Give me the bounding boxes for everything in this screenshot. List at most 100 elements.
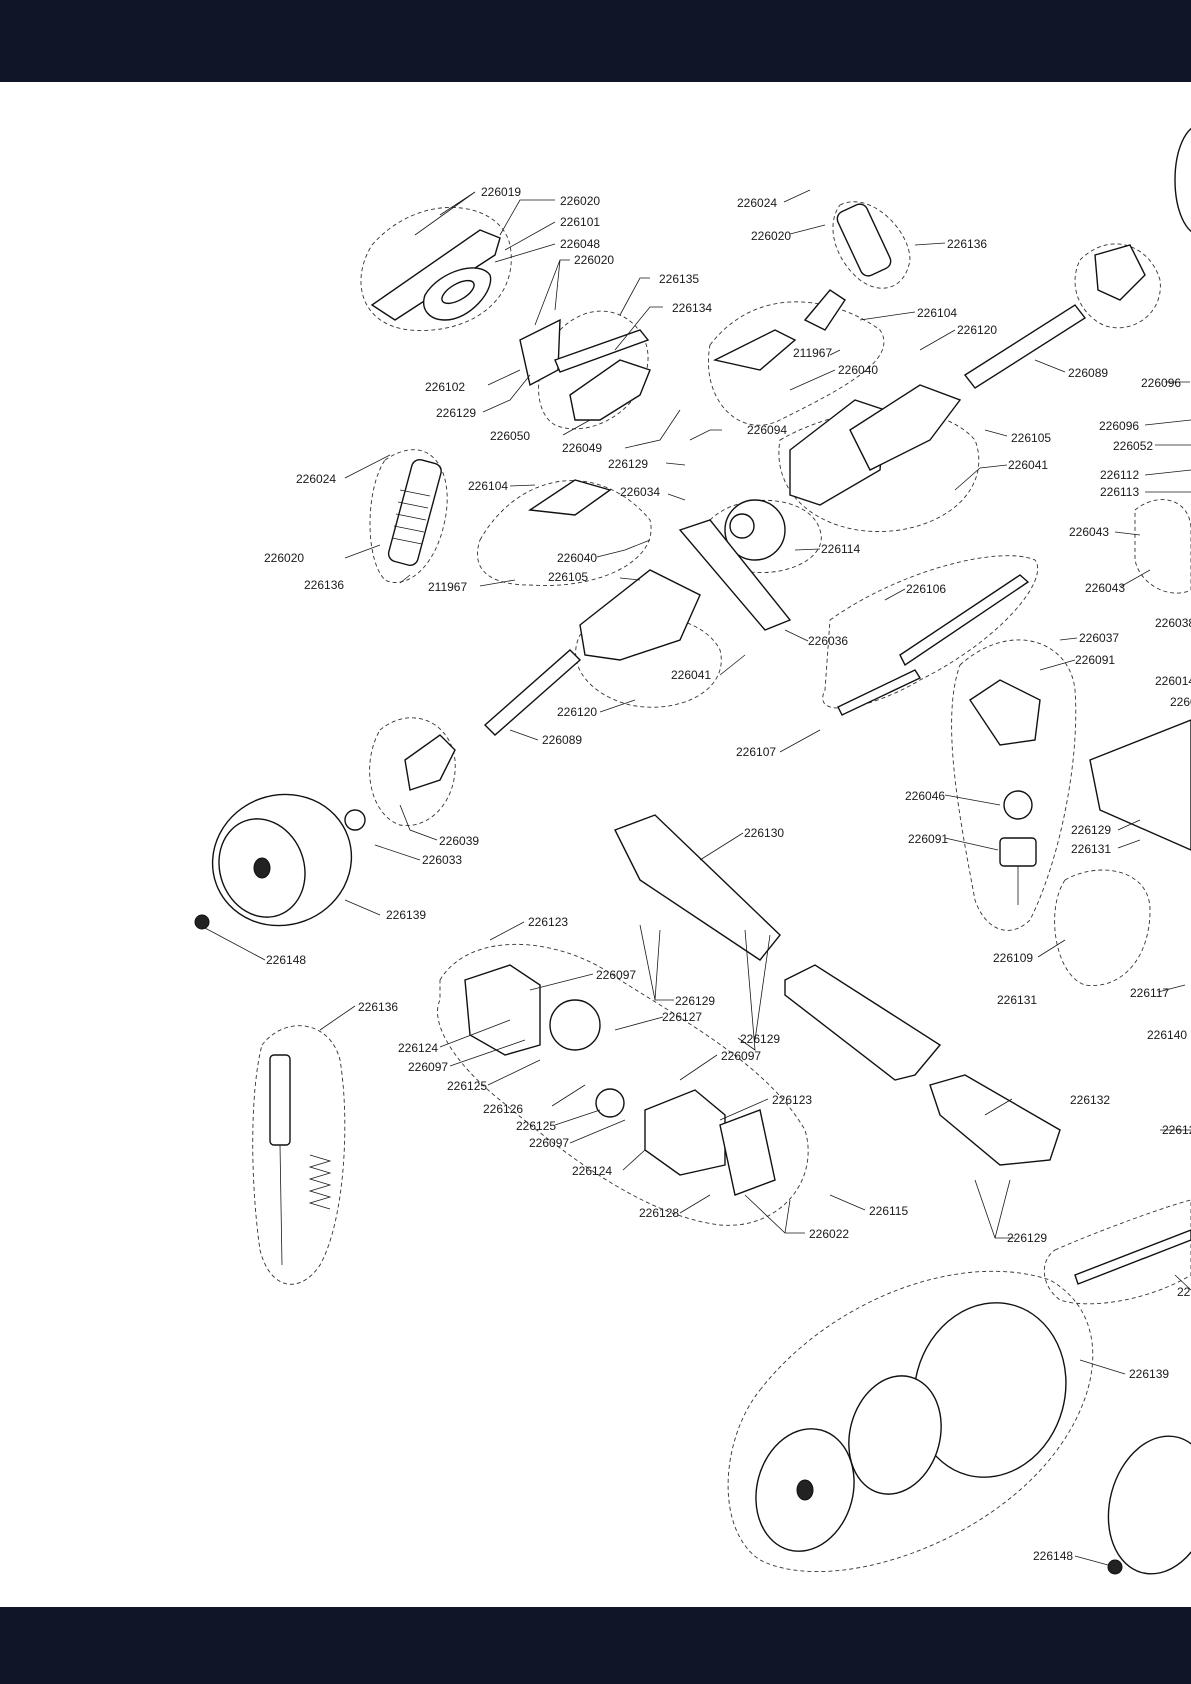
front-lower-arm <box>579 569 701 661</box>
center-brace <box>678 519 792 631</box>
group-front-arm <box>477 480 652 586</box>
part-label: 226046 <box>905 789 945 803</box>
part-label: 226129 <box>740 1032 780 1046</box>
part-label: 226041 <box>671 668 711 682</box>
part-label: 226107 <box>736 745 776 759</box>
part-label: 226129 <box>675 994 715 1008</box>
front-wheel-nut <box>194 914 210 930</box>
part-label: 226104 <box>917 306 957 320</box>
part-label: 226043 <box>1085 581 1125 595</box>
rear-wheel-nut <box>1107 1559 1123 1575</box>
part-label: 226040 <box>557 551 597 565</box>
front-mount <box>519 318 561 387</box>
part-label: 226125 <box>516 1119 556 1133</box>
part-label: 226052 <box>1113 439 1153 453</box>
part-label: 226129 <box>436 406 476 420</box>
rear-tire-right <box>1107 1435 1191 1575</box>
part-label: 22612 <box>1162 1123 1191 1137</box>
part-label: 226037 <box>1079 631 1119 645</box>
part-label: 226129 <box>1007 1231 1047 1245</box>
group-servo-saver <box>951 639 1077 931</box>
part-label: 226125 <box>447 1079 487 1093</box>
differential-center <box>729 513 755 539</box>
part-label: 226123 <box>772 1093 812 1107</box>
part-label: 226020 <box>751 229 791 243</box>
part-label: 226136 <box>358 1000 398 1014</box>
part-label: 226019 <box>481 185 521 199</box>
group-servo-mount <box>1054 869 1151 986</box>
part-label: 226043 <box>1069 525 1109 539</box>
top-band <box>0 0 1191 82</box>
part-label: 226097 <box>408 1060 448 1074</box>
steering-link-upper <box>899 574 1030 667</box>
part-label: 226135 <box>659 272 699 286</box>
part-label: 226039 <box>439 834 479 848</box>
shock-tower-brace <box>554 329 650 373</box>
motor-plate <box>719 1109 776 1196</box>
part-labels: 226019 226020 226101 226048 226020 22610… <box>264 185 1191 1563</box>
part-label: 226105 <box>1011 431 1051 445</box>
front-upper-arm <box>528 479 612 516</box>
group-transmission <box>437 943 809 1226</box>
bottom-band <box>0 1607 1191 1684</box>
part-label: 226131 <box>997 993 1037 1007</box>
part-label: 226114 <box>821 542 860 556</box>
front-hub-carrier <box>404 734 456 791</box>
exploded-view-sheet: 226019 226020 226101 226048 226020 22610… <box>0 82 1191 1607</box>
part-label: 226089 <box>542 733 582 747</box>
transmission-case-right <box>644 1089 726 1176</box>
servo-saver-arm <box>969 679 1041 746</box>
servo-saver-spring <box>1003 790 1033 820</box>
part-label: 226132 <box>1070 1093 1110 1107</box>
part-label: 226130 <box>744 826 784 840</box>
front-chassis-plate <box>614 814 781 961</box>
group-rear-bearing <box>1134 499 1191 594</box>
leader-lines <box>204 189 1191 1566</box>
part-label: 226094 <box>747 423 787 437</box>
part-label: 226109 <box>993 951 1033 965</box>
part-label: 226140 <box>1147 1028 1187 1042</box>
part-label: 226134 <box>672 301 712 315</box>
part-label: 226126 <box>483 1102 523 1116</box>
part-label: 226089 <box>1068 366 1108 380</box>
part-label: 226040 <box>838 363 878 377</box>
rear-tire-insert <box>848 1375 942 1495</box>
group-rear-shock <box>832 201 911 289</box>
part-label: 226128 <box>639 1206 679 1220</box>
rear-driveshaft <box>963 304 1087 389</box>
part-label: 226120 <box>557 705 597 719</box>
part-label: 226104 <box>468 479 508 493</box>
right-edge-wheel <box>1174 127 1191 233</box>
part-label: 226124 <box>572 1164 612 1178</box>
rear-shock-body <box>836 203 892 277</box>
part-label: 226049 <box>562 441 602 455</box>
part-label: 226096 <box>1141 376 1181 390</box>
part-label: 226112 <box>1100 468 1139 482</box>
part-label: 226020 <box>574 253 614 267</box>
part-label: 226148 <box>266 953 306 967</box>
group-upper-arm <box>708 301 885 426</box>
transmission-case-left <box>464 964 541 1056</box>
bumper-hole <box>441 279 475 305</box>
group-outlines <box>252 201 1191 1572</box>
rear-lower-arm <box>849 384 962 471</box>
part-label: 226127 <box>662 1010 702 1024</box>
part-label: 226129 <box>1071 823 1111 837</box>
part-label: 226139 <box>386 908 426 922</box>
part-label: 226020 <box>560 194 600 208</box>
group-front-shock <box>369 449 448 583</box>
front-wheel-hex <box>344 809 366 831</box>
part-label: 226097 <box>529 1136 569 1150</box>
part-label: 226105 <box>548 570 588 584</box>
part-label: 211967 <box>793 346 832 360</box>
part-label: 226106 <box>906 582 946 596</box>
part-label: 226129 <box>608 457 648 471</box>
rear-chassis-plate <box>929 1074 1061 1166</box>
group-rear-hub <box>1074 243 1161 329</box>
part-label: 226038 <box>1155 616 1191 630</box>
front-shock-body <box>387 458 442 566</box>
group-gearbox <box>778 409 980 532</box>
part-label: 226024 <box>296 472 336 486</box>
part-label: 226136 <box>947 237 987 251</box>
parts <box>194 127 1191 1575</box>
